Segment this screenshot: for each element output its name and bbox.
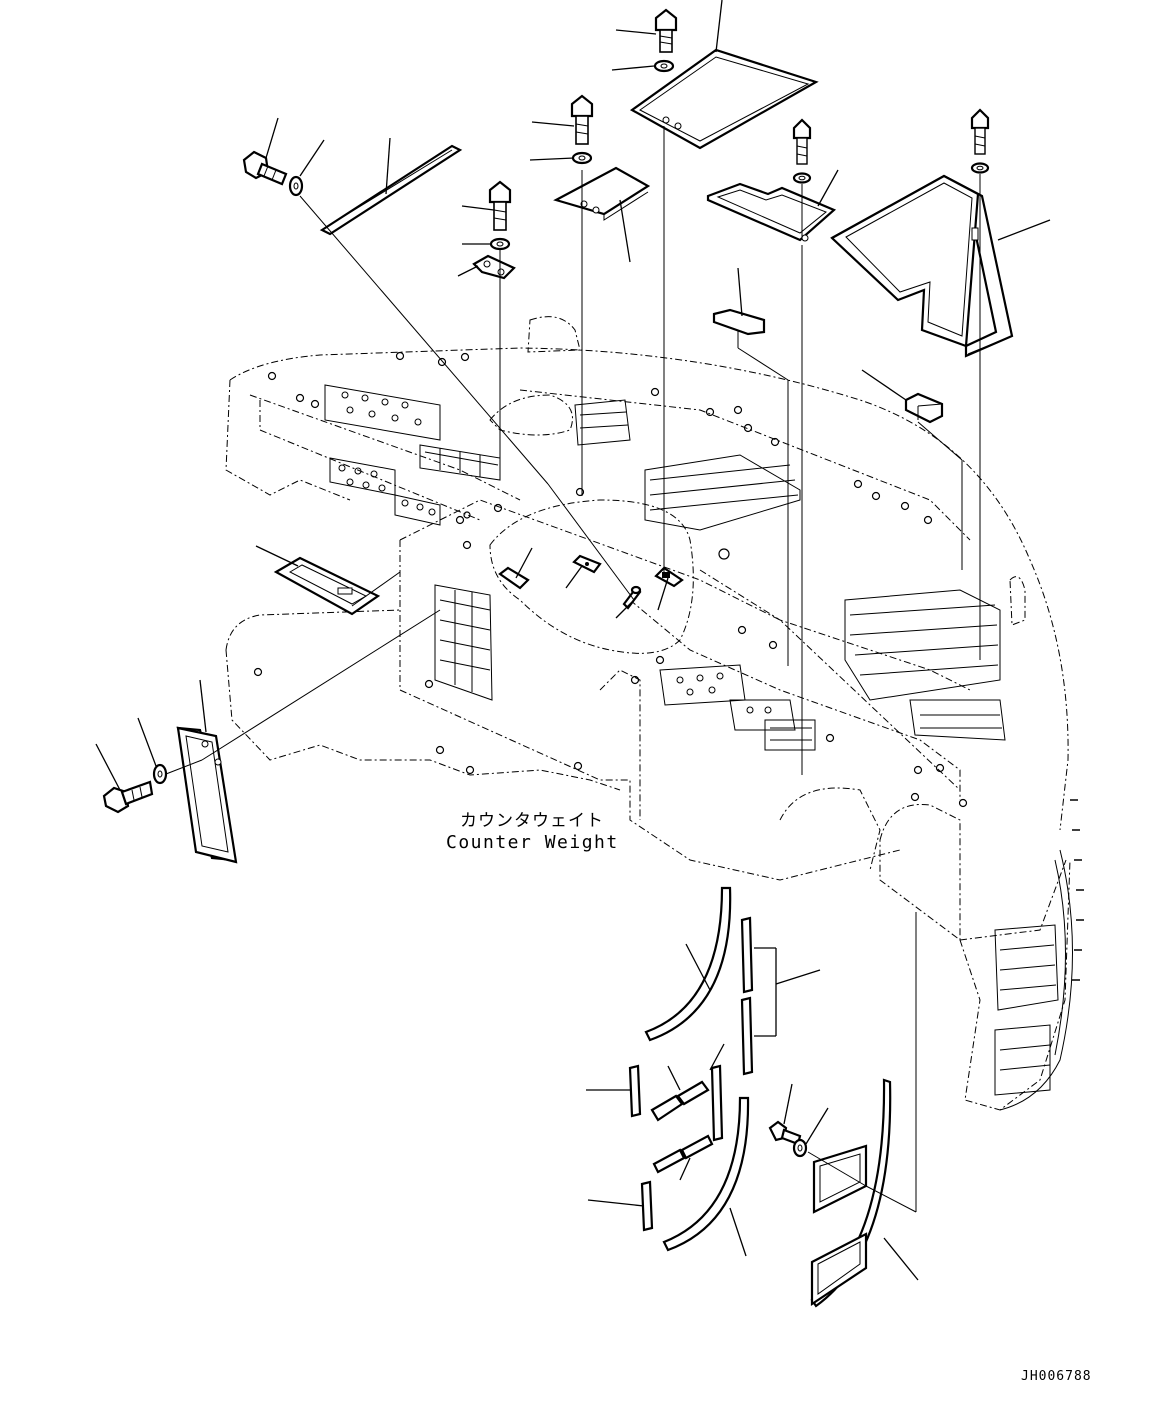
counter-weight-label-english: Counter Weight <box>446 832 619 853</box>
clip-2 <box>572 554 602 574</box>
block-seal-pair-1 <box>650 1080 710 1122</box>
block-seal-pair-2 <box>652 1134 714 1174</box>
curved-seal-2 <box>662 1096 750 1252</box>
bolt-3 <box>488 180 512 231</box>
bolt-1 <box>654 8 678 53</box>
straight-seal-3 <box>628 1064 642 1118</box>
small-bracket <box>472 254 516 280</box>
clip-3 <box>654 566 684 588</box>
diagonal-strip-cover <box>319 144 463 236</box>
washer-4 <box>792 172 812 184</box>
counterweight-grille <box>999 799 1084 1111</box>
washer-7 <box>152 763 168 785</box>
bolt-2 <box>570 94 594 145</box>
washer-3 <box>489 237 511 251</box>
straight-seal-1 <box>740 916 754 994</box>
straight-seal-2 <box>740 996 754 1076</box>
washer-6 <box>288 175 304 197</box>
drawing-number: JH006788 <box>1021 1369 1092 1384</box>
bolt-5 <box>970 108 990 155</box>
bolt-4 <box>792 118 812 165</box>
rear-cover-plate-2 <box>810 1232 868 1307</box>
leader-lines <box>95 0 1051 1281</box>
revolving-frame-outline <box>225 316 1071 1111</box>
rear-cover-plate-1 <box>812 1144 868 1214</box>
washer-1 <box>653 59 675 73</box>
l-cover <box>706 182 837 242</box>
wing-bolt <box>768 1120 802 1146</box>
top-cover-large <box>629 48 819 150</box>
curved-seal-1 <box>644 886 732 1042</box>
clip-1 <box>498 566 530 590</box>
frame-holes <box>253 351 968 808</box>
straight-seal-5 <box>640 1180 654 1232</box>
cover-plate-large-right <box>830 174 1014 358</box>
assembly-lines <box>165 126 981 1213</box>
top-cover-bracket <box>553 166 651 221</box>
washer-8 <box>792 1138 808 1158</box>
counter-weight-label-japanese: カウンタウェイト <box>460 811 604 831</box>
bolt-7 <box>102 780 154 814</box>
seal-block-1 <box>712 308 766 336</box>
grille-areas <box>324 384 1059 1096</box>
side-cover-small <box>273 556 381 616</box>
straight-seal-4 <box>710 1064 724 1142</box>
side-cover-vertical <box>176 726 238 864</box>
seal-block-2 <box>904 392 944 424</box>
bolt-6 <box>242 150 288 186</box>
washer-2 <box>571 151 593 165</box>
washer-5 <box>970 162 990 174</box>
